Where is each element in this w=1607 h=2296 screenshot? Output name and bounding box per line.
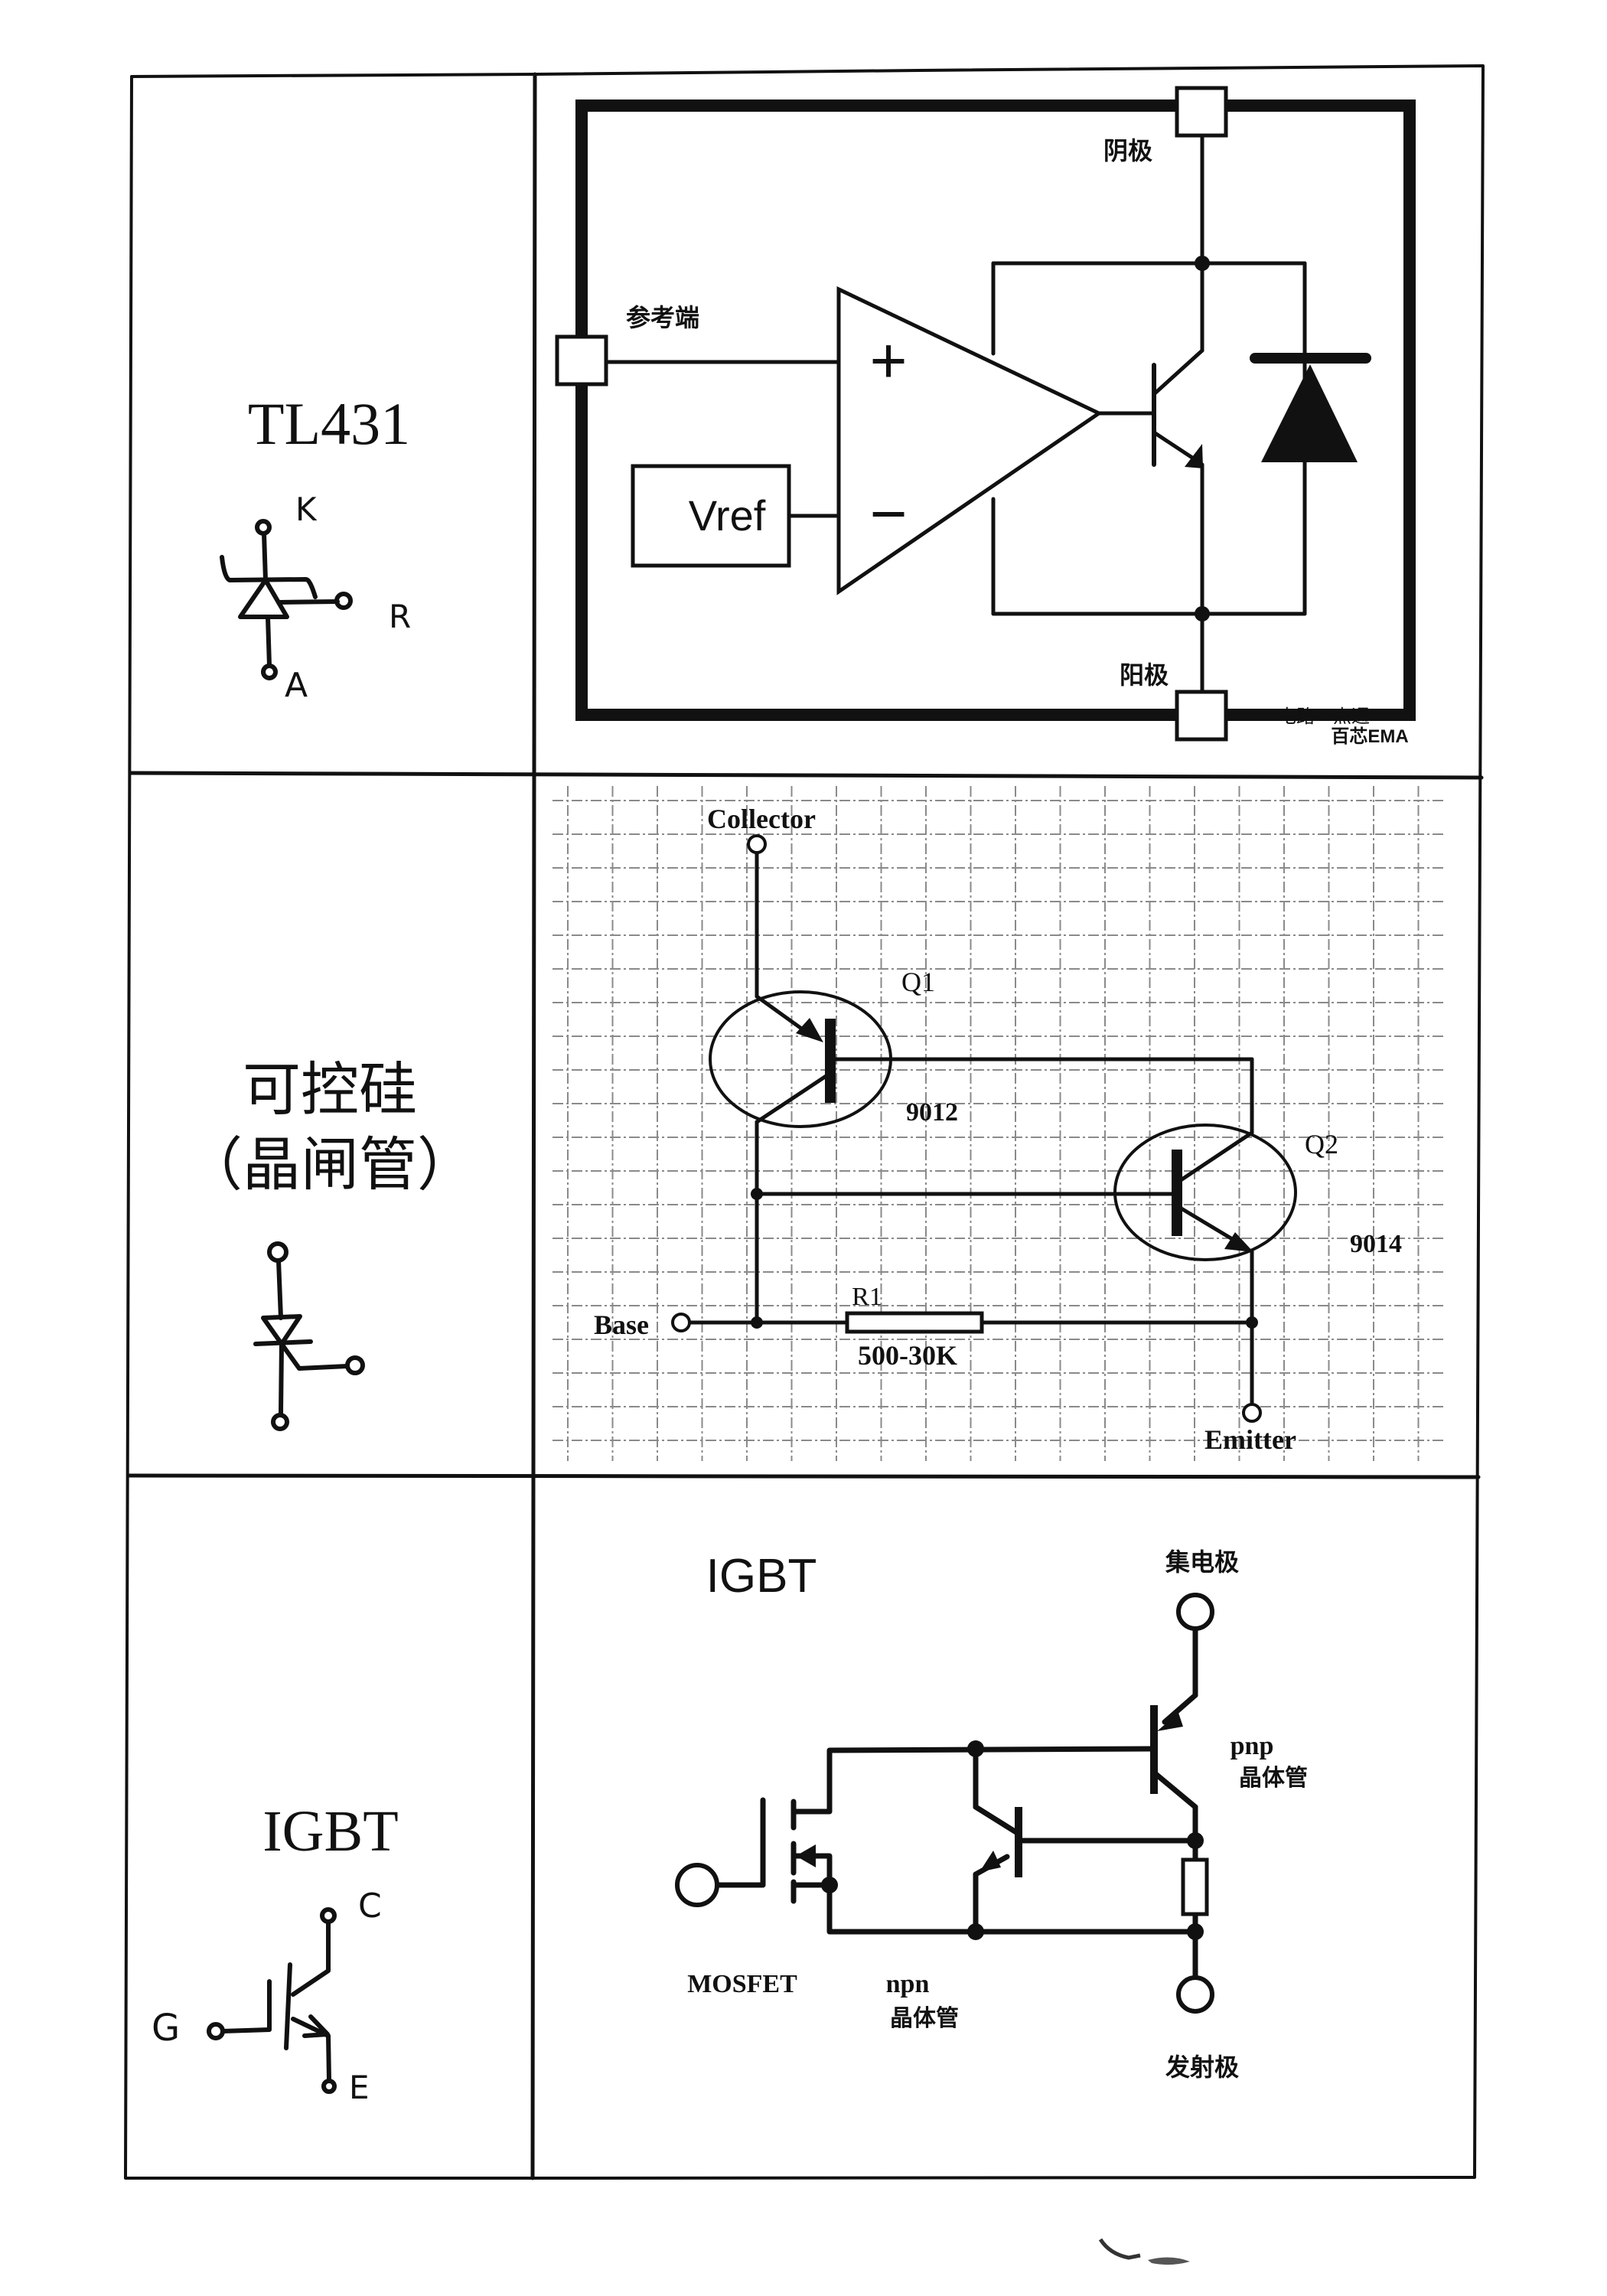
junction-dot — [967, 1740, 984, 1757]
igbt-diagram-title: IGBT — [706, 1550, 817, 1603]
junction-dot — [751, 1188, 763, 1200]
junction-dot — [1187, 1832, 1204, 1849]
emitter-label: Emitter — [1204, 1424, 1296, 1455]
npn-base-bar — [1015, 1807, 1022, 1877]
cathode-pad — [1175, 86, 1228, 138]
tl431-package-frame — [575, 99, 1416, 721]
igbt-collector-label: 集电极 — [1165, 1548, 1239, 1577]
junction-dot — [1187, 1923, 1204, 1940]
npn-sublabel: 晶体管 — [890, 2005, 959, 2032]
q1-transistor-envelope — [709, 990, 892, 1128]
tl431-symbol-icon — [220, 519, 353, 680]
npn-label: npn — [886, 1970, 930, 1998]
npn-emitter-arrow-icon — [980, 1851, 1001, 1872]
r1-resistor — [845, 1311, 984, 1334]
igbt-emitter-label: 发射极 — [1165, 2053, 1239, 2082]
anode-label: 阳极 — [1120, 660, 1169, 690]
junction-dot — [967, 1923, 984, 1940]
mosfet-body-arrow-icon — [796, 1844, 816, 1867]
igbt-label-cell: IGBT C G E — [152, 1799, 399, 2106]
igbt-pin-g: G — [152, 2007, 180, 2050]
igbt-collector-terminal — [1176, 1593, 1214, 1631]
pen-mark — [1098, 2238, 1190, 2265]
pnp-base-bar — [1150, 1705, 1158, 1794]
base-label: Base — [594, 1309, 649, 1340]
igbt-gate-terminal — [675, 1863, 719, 1907]
junction-dot — [821, 1877, 838, 1893]
igbt-pin-c: C — [358, 1887, 382, 1926]
junction-dot — [751, 1316, 763, 1329]
table-border — [124, 64, 1485, 2180]
collector-label: Collector — [707, 804, 816, 834]
scr-symbol-icon — [253, 1241, 365, 1431]
column-divider — [530, 72, 537, 2180]
tl431-internal-diagram: + − Vref 阴极 参考端 阳极 电路一点通 百芯EMA — [555, 86, 1416, 747]
junction-dot — [1195, 606, 1210, 621]
igbt-symbol-icon — [207, 1907, 337, 2094]
vref-label: Vref — [689, 491, 766, 540]
pnp-sublabel: 晶体管 — [1239, 1765, 1308, 1792]
vref-box — [631, 464, 791, 568]
scr-title-line2: （晶闸管） — [184, 1130, 475, 1199]
opamp-triangle-icon — [836, 286, 1103, 595]
igbt-pin-e: E — [349, 2069, 370, 2106]
junction-dot — [1195, 256, 1210, 271]
base-terminal — [671, 1313, 691, 1332]
q2-transistor-envelope — [1113, 1124, 1297, 1261]
pnp-label: pnp — [1231, 1732, 1274, 1760]
r1-value: 500-30K — [858, 1340, 957, 1371]
reference-pad — [555, 334, 608, 386]
scr-title-line1: 可控硅 — [243, 1055, 417, 1124]
q1-base-bar — [825, 1019, 836, 1103]
scr-equivalent-diagram: Collector Emitter Base Q1 9012 Q2 9014 R… — [553, 786, 1443, 1461]
reference-label: 参考端 — [626, 303, 699, 332]
tl431-title: TL431 — [248, 390, 410, 457]
scr-label-cell: 可控硅 （晶闸管） — [184, 1055, 475, 1431]
row-divider-1 — [128, 771, 1484, 780]
diode-triangle-icon — [1261, 364, 1358, 462]
tl431-label-cell: TL431 K R A — [220, 390, 411, 705]
row-divider-2 — [126, 1473, 1481, 1479]
emitter-terminal — [1242, 1403, 1262, 1423]
tl431-pin-k: K — [295, 491, 318, 528]
q1-part-number: 9012 — [906, 1098, 958, 1127]
collector-terminal — [747, 834, 767, 854]
tl431-pin-a: A — [285, 666, 308, 705]
q2-label: Q2 — [1305, 1129, 1338, 1159]
q2-emitter-arrow-icon — [1224, 1232, 1253, 1252]
igbt-equivalent-diagram: IGBT — [675, 1548, 1308, 2082]
watermark-line2: 百芯EMA — [1331, 726, 1408, 747]
tl431-pin-r: R — [389, 598, 411, 635]
graph-paper-grid — [553, 786, 1443, 1461]
opamp-plus: + — [869, 325, 907, 396]
igbt-emitter-terminal — [1176, 1975, 1214, 2014]
emitter-resistor — [1181, 1857, 1209, 1916]
mosfet-label: MOSFET — [687, 1970, 797, 1998]
watermark-line1: 电路一点通 — [1278, 706, 1370, 727]
q2-base-bar — [1172, 1150, 1182, 1236]
emitter-arrow-icon — [1185, 444, 1203, 468]
igbt-title: IGBT — [262, 1799, 398, 1864]
q2-part-number: 9014 — [1350, 1230, 1402, 1258]
anode-pad — [1175, 690, 1228, 742]
pnp-emitter-arrow-icon — [1157, 1713, 1183, 1731]
opamp-minus: − — [869, 478, 907, 550]
q1-label: Q1 — [901, 967, 935, 997]
r1-label: R1 — [852, 1283, 882, 1311]
junction-dot — [1246, 1316, 1258, 1329]
q1-emitter-arrow-icon — [796, 1018, 823, 1042]
cathode-label: 阴极 — [1103, 136, 1152, 165]
